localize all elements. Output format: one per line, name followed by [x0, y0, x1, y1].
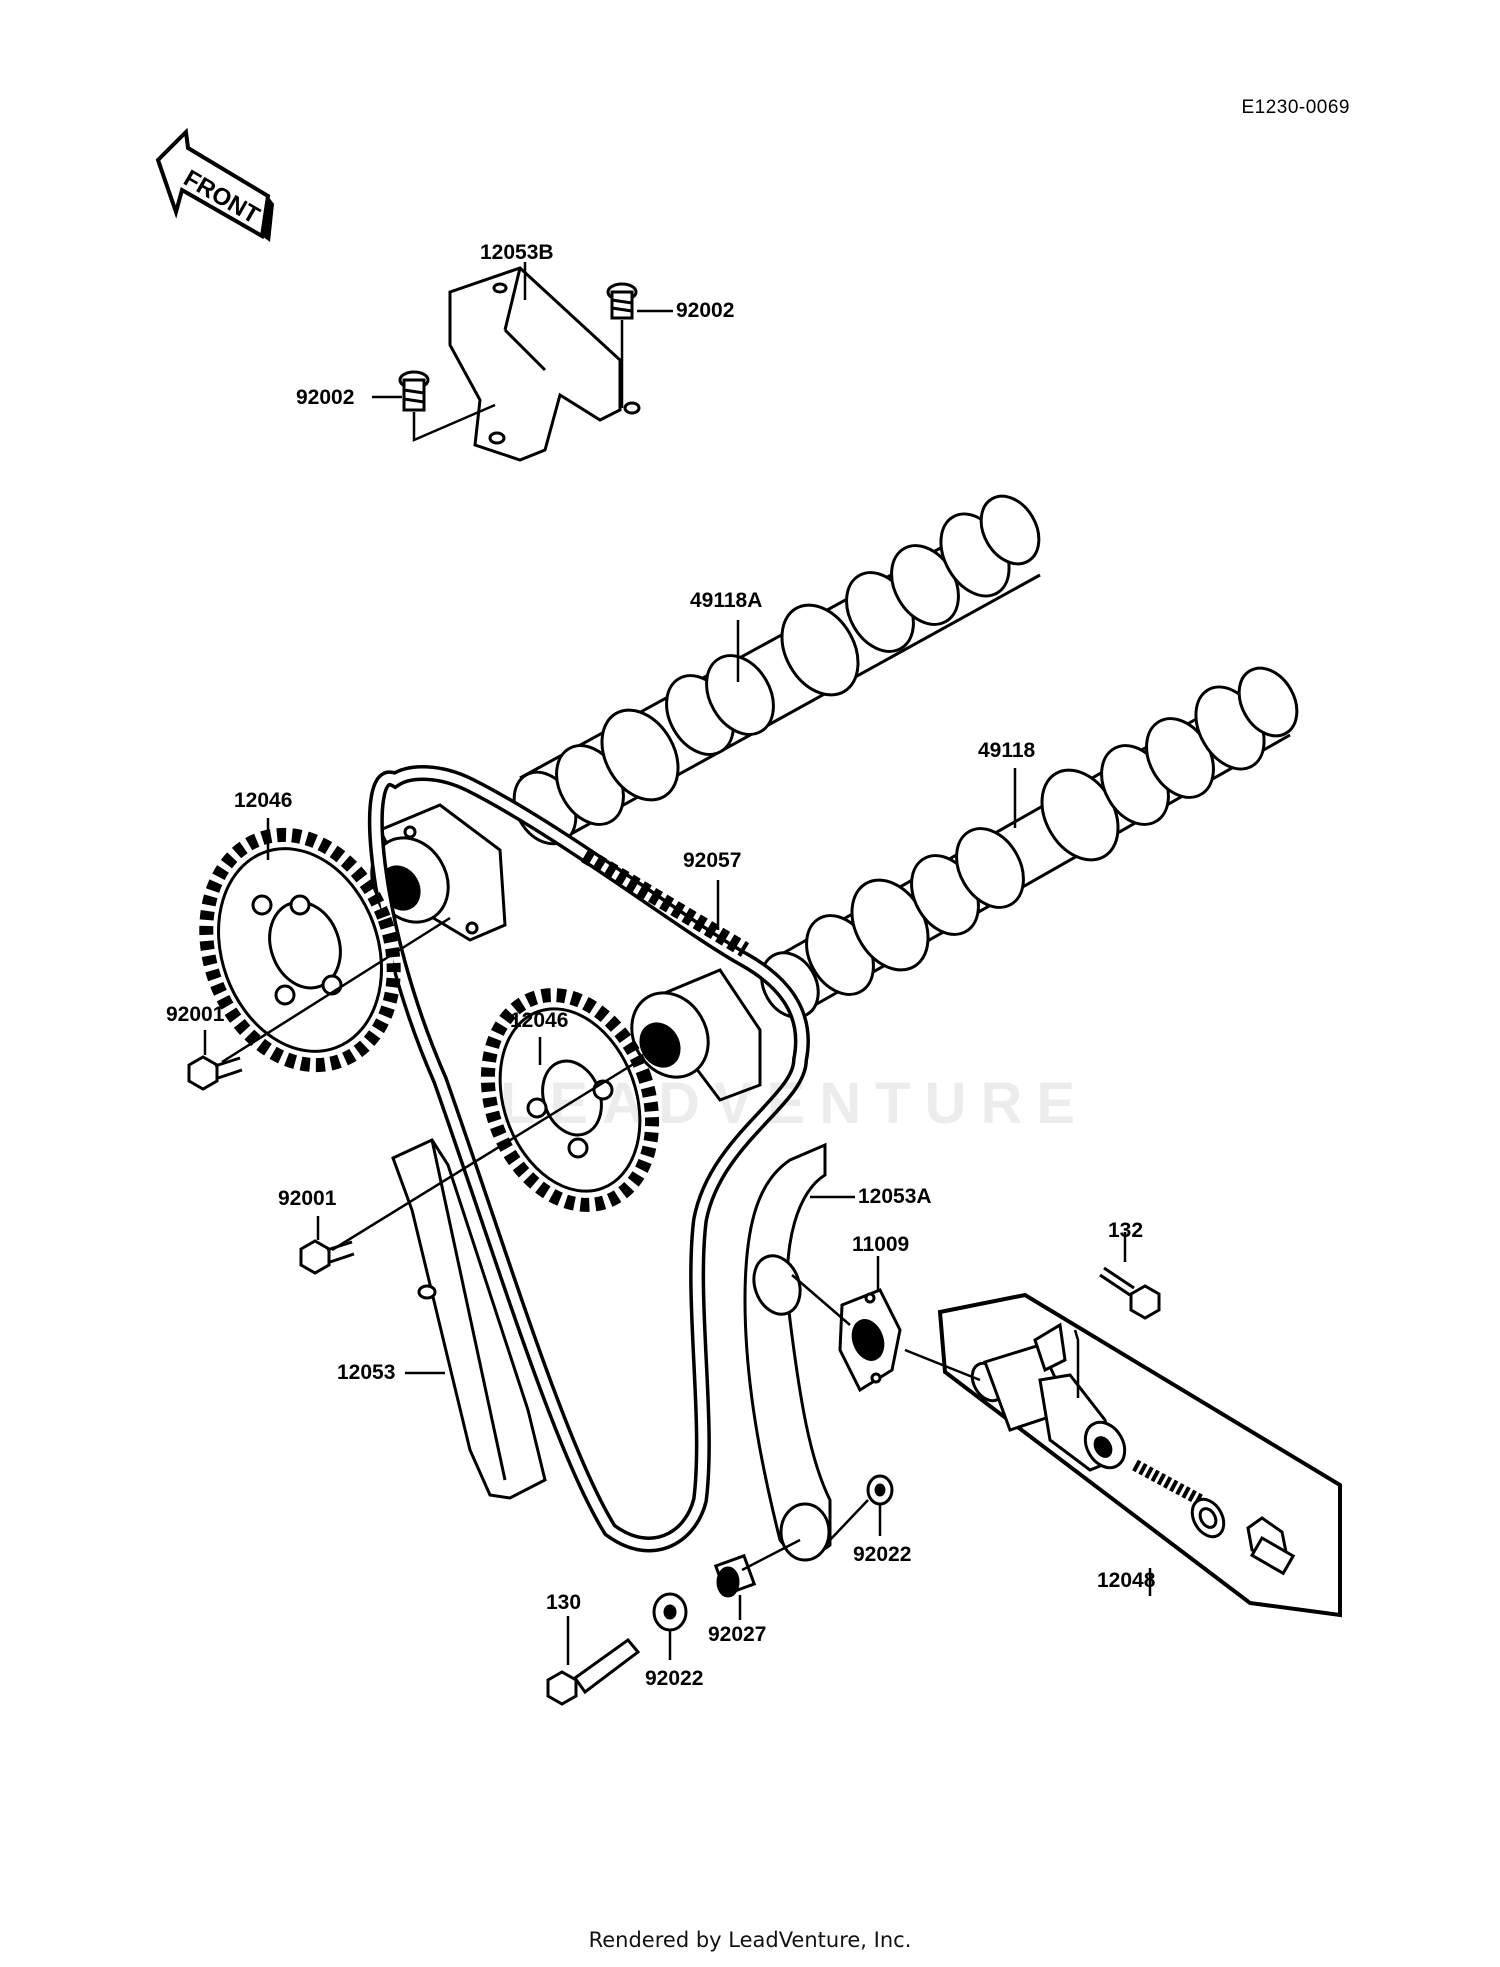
sprocket-12046-lower — [480, 988, 660, 1212]
callout-92022-right[interactable]: 92022 — [853, 1543, 912, 1566]
gasket-11009 — [838, 1288, 902, 1393]
callout-12053B[interactable]: 12053B — [480, 241, 554, 264]
callout-49118A[interactable]: 49118A — [690, 589, 763, 612]
callout-12053A[interactable]: 12053A — [858, 1185, 932, 1208]
leader-lines — [203, 262, 1152, 1665]
bolt-92001-lower — [299, 1239, 355, 1275]
footer-credit: Rendered by LeadVenture, Inc. — [588, 1928, 912, 1952]
collar-92027 — [713, 1553, 757, 1598]
bolt-92001-upper — [187, 1055, 243, 1091]
callout-130[interactable]: 130 — [546, 1591, 582, 1614]
screw-92002-left — [398, 370, 430, 412]
chain-guide-12053 — [391, 1138, 547, 1500]
callout-92057[interactable]: 92057 — [683, 849, 742, 872]
camshaft-49118A — [512, 494, 1041, 846]
callout-11009[interactable]: 11009 — [852, 1233, 910, 1256]
bracket-12053B — [448, 266, 641, 462]
cam-hub-lower — [630, 968, 762, 1102]
sprocket-12046-upper — [199, 827, 401, 1073]
cam-chain-92057 — [367, 765, 810, 1553]
callout-12048[interactable]: 12048 — [1097, 1569, 1156, 1592]
callout-92022-lower[interactable]: 92022 — [645, 1667, 704, 1690]
callout-92002-right[interactable]: 92002 — [676, 299, 735, 322]
callout-49118[interactable]: 49118 — [978, 739, 1036, 762]
tensioner-assembly-12048 — [937, 1292, 1342, 1618]
callout-92001-lower[interactable]: 92001 — [278, 1187, 337, 1210]
callout-12053[interactable]: 12053 — [337, 1361, 396, 1384]
screw-92002-right — [606, 282, 638, 320]
camshaft-49118 — [760, 666, 1299, 1019]
callout-12046-upper[interactable]: 12046 — [234, 789, 293, 812]
watermark: LEADVENTURE — [500, 1071, 1090, 1136]
callout-92001-upper[interactable]: 92001 — [166, 1003, 225, 1026]
diagram-code: E1230-0069 — [1241, 97, 1350, 118]
bolt-132 — [1099, 1266, 1161, 1320]
callout-92002-left[interactable]: 92002 — [296, 386, 355, 409]
bolt-130 — [546, 1637, 641, 1706]
callout-132[interactable]: 132 — [1108, 1219, 1144, 1242]
tensioner-arm-12053A — [743, 1142, 832, 1562]
front-arrow-icon: FRONT — [155, 127, 274, 242]
callout-12046-lower[interactable]: 12046 — [510, 1009, 569, 1032]
callout-92027[interactable]: 92027 — [708, 1623, 767, 1646]
washer-92022-right — [866, 1474, 894, 1506]
washer-92022-lower — [652, 1592, 688, 1632]
